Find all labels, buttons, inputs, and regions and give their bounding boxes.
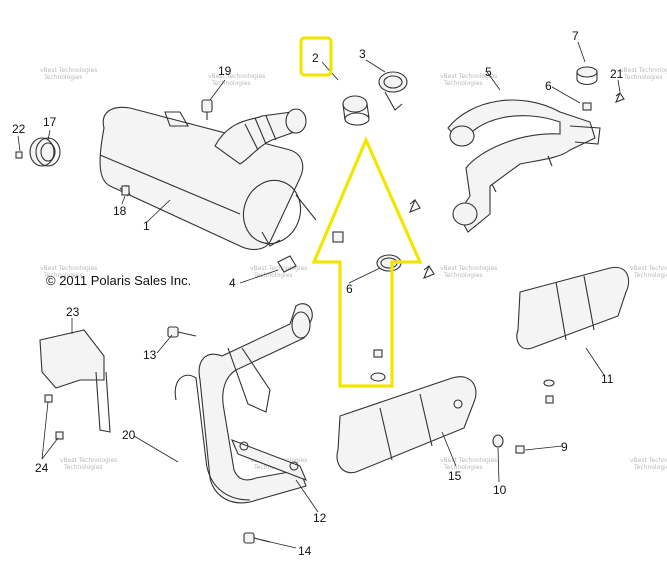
callout-4: 4 bbox=[229, 276, 236, 290]
heat-shield-part-11 bbox=[516, 266, 630, 350]
callout-3: 3 bbox=[359, 47, 366, 61]
callout-20: 20 bbox=[122, 428, 136, 442]
watermark-text: vBest Technologies bbox=[40, 67, 97, 74]
seal-ring-part bbox=[29, 137, 61, 167]
callout-10: 10 bbox=[493, 483, 507, 497]
watermark-text: Technologies bbox=[63, 464, 103, 471]
bolt-part-19 bbox=[201, 99, 213, 120]
mid-pipe-part bbox=[447, 99, 601, 233]
callout-7: 7 bbox=[572, 29, 579, 43]
leader-lines bbox=[17, 41, 621, 549]
callout-18: 18 bbox=[113, 204, 127, 218]
callout-19: 19 bbox=[218, 64, 232, 78]
watermark-text: Technologies bbox=[633, 272, 667, 279]
bolt-part-14 bbox=[243, 532, 271, 544]
watermark-text: vBest Technologies bbox=[250, 265, 307, 272]
watermark-text: Technologies bbox=[253, 272, 293, 279]
washer-part-11 bbox=[543, 379, 555, 387]
bracket-part-23 bbox=[39, 329, 111, 433]
clip-part bbox=[332, 231, 344, 243]
watermark-text: vBest Technologies bbox=[440, 265, 497, 272]
watermark-text: Technologies bbox=[633, 464, 667, 471]
watermark-text: Technologies bbox=[443, 80, 483, 87]
spring-part-b bbox=[422, 264, 435, 279]
nut-part-6a bbox=[582, 102, 592, 111]
watermark-text: vBest Technologies bbox=[620, 67, 667, 74]
callout-14: 14 bbox=[298, 544, 312, 558]
callout-6a: 6 bbox=[545, 79, 552, 93]
gasket-part-12 bbox=[230, 439, 308, 481]
washer-part-10 bbox=[492, 434, 504, 448]
callout-labels: 1 2 3 4 5 6 6 7 9 10 11 12 13 14 15 17 1… bbox=[12, 29, 624, 558]
bolt-part-24b bbox=[55, 431, 64, 440]
callout-24: 24 bbox=[35, 461, 49, 475]
watermark-text: Technologies bbox=[443, 464, 483, 471]
callout-22: 22 bbox=[12, 122, 26, 136]
nut-part-11 bbox=[545, 395, 554, 404]
nut-part bbox=[15, 151, 23, 159]
watermark-text: vBest Technologies bbox=[630, 457, 667, 464]
copyright-text: © 2011 Polaris Sales Inc. bbox=[46, 273, 191, 288]
grommet-part bbox=[576, 66, 598, 86]
muffler-part bbox=[99, 106, 317, 251]
band-clamp-part bbox=[378, 71, 408, 111]
up-arrow-icon bbox=[311, 135, 423, 388]
callout-21: 21 bbox=[610, 67, 624, 81]
watermark-text: Technologies bbox=[623, 74, 663, 81]
watermark-text: vBest Technologies bbox=[60, 457, 117, 464]
callout-2: 2 bbox=[312, 51, 319, 65]
callout-23: 23 bbox=[66, 305, 80, 319]
highlight-box bbox=[299, 36, 333, 77]
bolt-part-13 bbox=[167, 326, 197, 338]
callout-5: 5 bbox=[485, 65, 492, 79]
watermark-text: vBest Technologies bbox=[630, 265, 667, 272]
bolt-part-24a bbox=[44, 394, 53, 403]
spring-part-a bbox=[408, 198, 421, 213]
callout-17: 17 bbox=[43, 115, 57, 129]
spring-part-21 bbox=[614, 91, 625, 103]
bracket-part-4 bbox=[277, 255, 297, 273]
watermark-text: Technologies bbox=[443, 272, 483, 279]
watermark-text: Technologies bbox=[211, 80, 251, 87]
nut-part-center bbox=[373, 349, 383, 358]
watermark-text: Technologies bbox=[43, 272, 83, 279]
watermark-text: vBest Technologies bbox=[440, 457, 497, 464]
callout-11: 11 bbox=[601, 372, 614, 386]
sleeve-part bbox=[342, 95, 370, 126]
watermark-text: Technologies bbox=[43, 74, 83, 81]
callout-15: 15 bbox=[448, 469, 462, 483]
watermark-text: vBest Technologies bbox=[440, 73, 497, 80]
callout-13: 13 bbox=[143, 348, 157, 362]
watermark-text: vBest Technologies bbox=[208, 73, 265, 80]
heat-shield-part-15 bbox=[336, 376, 477, 474]
callout-9: 9 bbox=[561, 440, 568, 454]
washer-part-center bbox=[370, 372, 386, 382]
callout-6b: 6 bbox=[346, 282, 353, 296]
header-pipe-part bbox=[174, 303, 313, 504]
nut-part-9 bbox=[515, 445, 525, 454]
callout-12: 12 bbox=[313, 511, 327, 525]
callout-1: 1 bbox=[143, 219, 150, 233]
watermark-text: vBest Technologies bbox=[40, 265, 97, 272]
bolt-part-18 bbox=[121, 185, 130, 196]
